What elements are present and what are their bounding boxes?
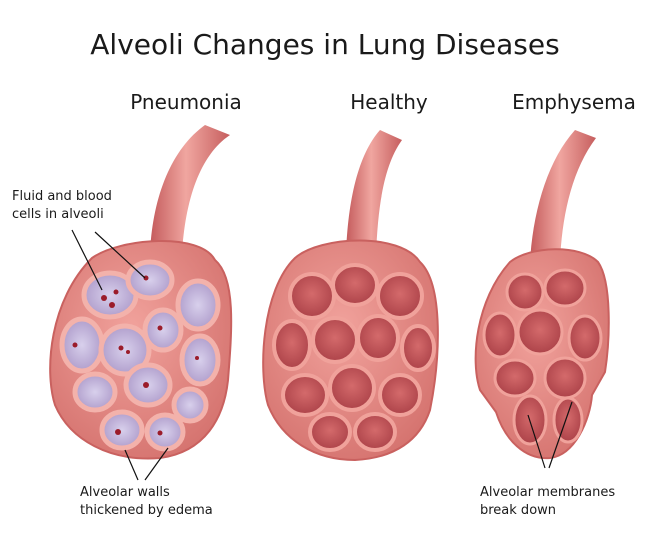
pneumonia-alveoli: [49, 125, 233, 460]
healthy-alveoli: [262, 130, 439, 462]
walls-annotation-line2: thickened by edema: [80, 503, 213, 518]
pneumonia-label: Pneumonia: [130, 90, 242, 114]
healthy-bronchiole: [346, 130, 402, 255]
fluid-annotation-line2: cells in alveoli: [12, 207, 104, 222]
diagram-title: Alveoli Changes in Lung Diseases: [90, 28, 560, 61]
emphysema-sacs: [482, 268, 603, 446]
membranes-annotation-line1: Alveolar membranes: [480, 485, 616, 500]
blood-cells: [72, 275, 199, 436]
fluid-annotation-line1: Fluid and blood: [12, 189, 112, 204]
membranes-annotation: Alveolar membranes break down: [480, 484, 615, 520]
emphysema-alveoli: [474, 130, 610, 460]
walls-annotation: Alveolar walls thickened by edema: [80, 484, 213, 520]
membranes-annotation-line2: break down: [480, 503, 557, 518]
annotation-pointers: [71, 229, 573, 481]
healthy-label: Healthy: [350, 90, 428, 114]
emphysema-label: Emphysema: [512, 90, 636, 114]
fluid-annotation: Fluid and blood cells in alveoli: [12, 188, 112, 224]
walls-annotation-line1: Alveolar walls: [80, 485, 170, 500]
pneumonia-bronchiole: [150, 125, 230, 255]
emphysema-bronchiole: [530, 130, 596, 262]
healthy-sacs: [272, 263, 436, 452]
